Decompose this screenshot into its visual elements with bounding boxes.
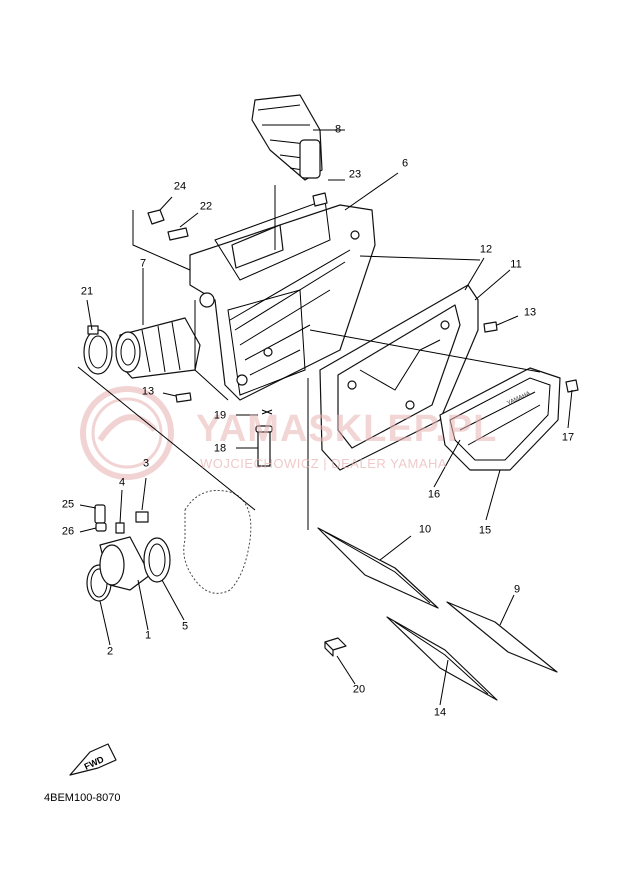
callout-10: 10 — [418, 523, 432, 536]
callout-20: 20 — [352, 683, 366, 696]
callout-5: 5 — [181, 620, 189, 633]
callout-6: 6 — [401, 157, 409, 170]
fasteners — [147, 192, 579, 467]
watermark-logo — [80, 386, 174, 480]
callout-3: 3 — [142, 457, 150, 470]
callout-9: 9 — [513, 583, 521, 596]
callout-7: 7 — [139, 257, 147, 270]
callout-4: 4 — [118, 476, 126, 489]
callout-17: 17 — [561, 431, 575, 444]
callout-11: 11 — [510, 258, 522, 271]
part-7-intake-boot — [115, 317, 201, 379]
part-6-airbox-case — [189, 199, 376, 401]
part-8-intake-duct — [251, 94, 323, 181]
callout-19: 19 — [213, 409, 227, 422]
part-12-gasket — [319, 284, 479, 471]
engine-outline — [183, 490, 252, 594]
watermark-text: YAMASKLEP.PL — [196, 408, 498, 450]
callout-15: 15 — [478, 524, 492, 537]
diagram-code: 4BEM100-8070 — [44, 792, 121, 804]
parts-1-5-joint — [86, 504, 171, 602]
callout-16: 16 — [427, 488, 441, 501]
callout-25: 25 — [61, 498, 75, 511]
callout-1: 1 — [144, 629, 152, 642]
callout-2: 2 — [106, 645, 114, 658]
callout-8: 8 — [334, 123, 342, 136]
callout-18: 18 — [213, 442, 227, 455]
callout-23: 23 — [348, 168, 362, 181]
callout-14: 14 — [433, 706, 447, 719]
part-14-element — [386, 616, 498, 701]
callout-12: 12 — [479, 243, 493, 256]
callout-24: 24 — [173, 180, 187, 193]
watermark-subtext: WOJCIECHOWICZ | DEALER YAMAHA — [200, 456, 448, 471]
callout-13-left: 13 — [141, 385, 155, 398]
part-20-block — [324, 637, 347, 657]
part-9-element — [446, 601, 558, 673]
part-15-16-filter-cover: YAMAHA — [439, 367, 561, 471]
part-21-clamp — [83, 325, 113, 375]
callout-21: 21 — [80, 285, 94, 298]
callout-13-right: 13 — [523, 306, 537, 319]
fwd-arrow-icon: FWD — [69, 743, 117, 776]
leader-lines — [77, 129, 573, 706]
callout-26: 26 — [61, 525, 75, 538]
callout-22: 22 — [199, 200, 213, 213]
part-10-element — [317, 527, 439, 609]
